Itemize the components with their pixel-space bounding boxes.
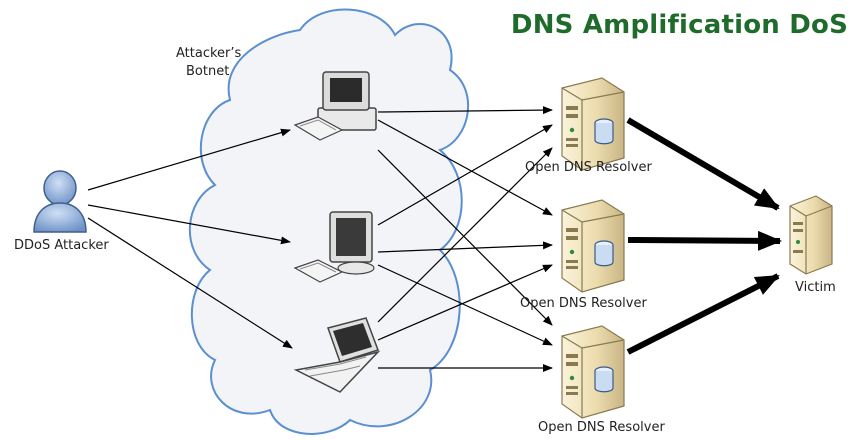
victim-label: Victim: [795, 280, 836, 295]
lcd-pc-icon: [293, 211, 375, 283]
resolver-2-label: Open DNS Resolver: [520, 296, 647, 311]
laptop-icon: [293, 317, 381, 393]
dns-resolver-2-icon: [561, 199, 625, 293]
botnet-arrows: [377, 106, 553, 372]
attacker-arrows: [87, 128, 293, 349]
dns-resolver-3-icon: [561, 325, 625, 419]
attacker-icon: [33, 170, 87, 233]
botnet-label-line2: Botnet: [186, 64, 230, 79]
diagram-title: DNS Amplification DoS: [510, 10, 848, 40]
victim-server-icon: [789, 195, 833, 275]
attacker-label: DDoS Attacker: [14, 238, 109, 253]
dns-resolver-1-icon: [561, 77, 625, 171]
botnet-label-line1: Attacker’s: [176, 46, 242, 61]
resolver-1-label: Open DNS Resolver: [525, 160, 652, 175]
resolver-3-label: Open DNS Resolver: [538, 420, 665, 435]
desktop-pc-icon: [293, 71, 377, 141]
amplified-arrows: [626, 117, 782, 355]
